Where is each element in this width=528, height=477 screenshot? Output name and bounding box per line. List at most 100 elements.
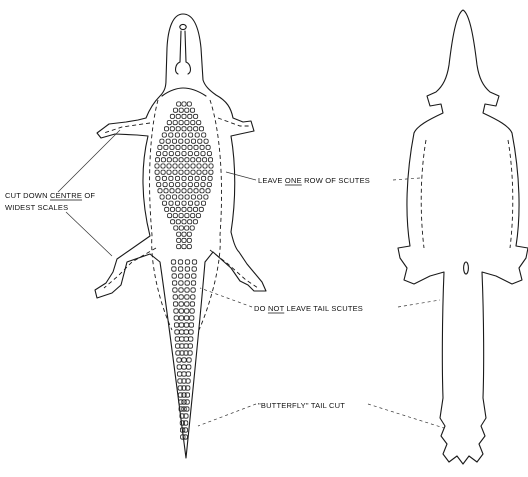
scute xyxy=(182,133,186,137)
label-cut-centre: CUT DOWN CENTRE OF WIDEST SCALES xyxy=(5,130,120,256)
scute xyxy=(179,281,183,285)
scute xyxy=(155,170,159,174)
scute xyxy=(176,145,180,149)
scute xyxy=(155,164,159,168)
scute xyxy=(170,145,174,149)
scute xyxy=(173,164,177,168)
scute xyxy=(164,145,168,149)
scute xyxy=(191,288,195,292)
scute xyxy=(197,158,201,162)
scute xyxy=(190,302,194,306)
scute xyxy=(182,220,186,224)
scute xyxy=(199,127,203,131)
scute xyxy=(167,121,171,125)
scute xyxy=(166,139,170,143)
scute xyxy=(179,121,183,125)
scute xyxy=(179,226,183,230)
scute xyxy=(174,316,178,320)
scute xyxy=(160,139,164,143)
scute xyxy=(189,337,193,341)
scute xyxy=(182,183,186,187)
scute xyxy=(187,238,191,242)
scute xyxy=(177,238,181,242)
snout-mark xyxy=(180,24,186,29)
scute xyxy=(188,145,192,149)
scute xyxy=(162,176,166,180)
scute xyxy=(192,274,196,278)
scute xyxy=(190,309,194,313)
scute xyxy=(187,245,191,249)
scute xyxy=(184,316,188,320)
scute xyxy=(180,344,184,348)
scute xyxy=(209,170,213,174)
scute xyxy=(202,133,206,137)
svg-text:LEAVE ONE ROW OF SCUTES: LEAVE ONE ROW OF SCUTES xyxy=(258,176,370,185)
scute xyxy=(176,152,180,156)
scute xyxy=(189,133,193,137)
scute xyxy=(184,330,188,334)
scute xyxy=(206,145,210,149)
scute xyxy=(167,164,171,168)
scute xyxy=(173,288,177,292)
scute xyxy=(155,158,159,162)
cut-line-front-leg-left xyxy=(104,123,150,133)
scute xyxy=(169,183,173,187)
scute xyxy=(195,133,199,137)
scute xyxy=(173,158,177,162)
scute xyxy=(163,183,167,187)
scute xyxy=(187,365,191,369)
scute xyxy=(165,207,169,211)
scute xyxy=(180,337,184,341)
scute xyxy=(190,316,194,320)
scute xyxy=(178,260,182,264)
scute xyxy=(195,183,199,187)
scute xyxy=(175,133,179,137)
scute xyxy=(184,344,188,348)
scute xyxy=(162,201,166,205)
scute xyxy=(179,108,183,112)
jaw-line xyxy=(162,88,206,96)
scute xyxy=(191,295,195,299)
scute xyxy=(176,183,180,187)
scute xyxy=(168,214,172,218)
hide-vent xyxy=(464,262,469,274)
scute xyxy=(182,358,186,362)
scute xyxy=(199,207,203,211)
scute xyxy=(194,189,198,193)
hide-scute-row-left xyxy=(421,140,426,248)
scute xyxy=(180,330,184,334)
scute xyxy=(173,170,177,174)
scute xyxy=(182,365,186,369)
scute xyxy=(172,139,176,143)
scute xyxy=(178,267,182,271)
leader-cut-front xyxy=(58,130,120,192)
scute xyxy=(195,201,199,205)
scute xyxy=(193,207,197,211)
scute xyxy=(182,152,186,156)
svg-text:CUT DOWN CENTRE OF: CUT DOWN CENTRE OF xyxy=(5,191,95,200)
scute xyxy=(190,226,194,230)
scute xyxy=(189,323,193,327)
scute xyxy=(187,358,191,362)
scute xyxy=(166,195,170,199)
scute xyxy=(177,365,181,369)
scute xyxy=(184,337,188,341)
scute xyxy=(206,189,210,193)
scute xyxy=(203,170,207,174)
scute xyxy=(182,245,186,249)
scute xyxy=(177,358,181,362)
scute xyxy=(163,152,167,156)
scute xyxy=(174,226,178,230)
scute xyxy=(156,176,160,180)
snout-midline xyxy=(180,31,186,62)
scute xyxy=(182,114,186,118)
scute xyxy=(182,127,186,131)
scute xyxy=(201,183,205,187)
scute xyxy=(204,139,208,143)
scute xyxy=(170,114,174,118)
scute xyxy=(176,344,180,348)
scute xyxy=(194,127,198,131)
scute xyxy=(157,183,161,187)
scute xyxy=(161,158,165,162)
